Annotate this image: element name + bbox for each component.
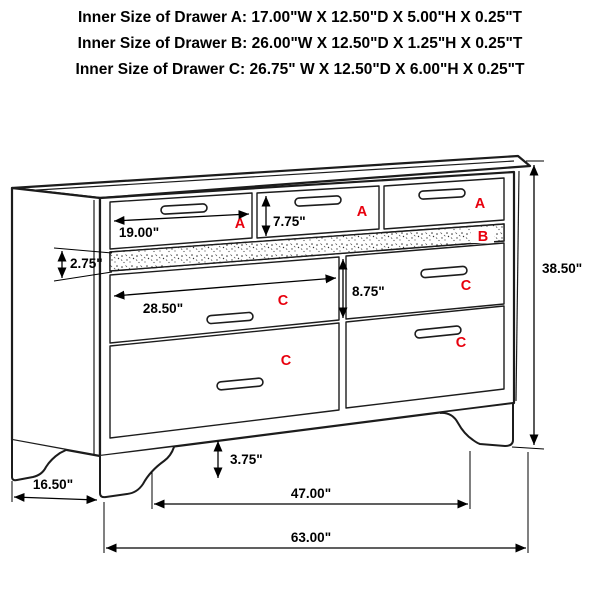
- dim-drawer-a-height: 7.75": [261, 196, 306, 236]
- dim-drawer-c-height: 8.75": [338, 259, 385, 318]
- drawer-label-c-bottom-right: C: [456, 335, 467, 351]
- spec-line-drawer-b: Inner Size of Drawer B: 26.00"W X 12.50"…: [77, 35, 523, 52]
- back-left-leg: [11, 440, 67, 482]
- drawer-a-middle: [256, 185, 380, 239]
- front-left-leg: [99, 446, 175, 499]
- dim-depth: 16.50": [11, 477, 98, 505]
- dim-label-overall-width: 63.00": [291, 530, 331, 545]
- dim-between-legs-width: 47.00": [151, 451, 471, 509]
- dimension-arrow: [13, 492, 98, 505]
- drawer-label-a-middle: A: [357, 204, 368, 220]
- dim-label-between-legs-width: 47.00": [291, 486, 331, 501]
- drawer-c-bottom-left: [109, 322, 340, 439]
- dresser-right-edge-line: [515, 170, 520, 402]
- spec-line-drawer-c: Inner Size of Drawer C: 26.75" W X 12.50…: [75, 61, 525, 78]
- dresser-top-edge-line: [20, 160, 515, 192]
- drawer-handle-icon: [294, 194, 342, 208]
- dimension-arrow: [113, 274, 337, 300]
- dim-overall-height: 38.50": [511, 160, 582, 450]
- dim-drawer-b-height: 2.75": [53, 247, 113, 282]
- label-b-backdrop: [471, 227, 494, 243]
- drawer-size-specs: Inner Size of Drawer A: 17.00"W X 12.50"…: [0, 5, 600, 83]
- dim-label-drawer-c-height: 8.75": [352, 284, 385, 299]
- drawer-handle-icon: [160, 202, 208, 216]
- drawer-label-a-left: A: [235, 216, 246, 232]
- dim-leg-height: 3.75": [213, 441, 263, 478]
- front-right-leg: [439, 404, 514, 447]
- dim-label-drawer-a-width: 19.00": [119, 225, 159, 240]
- drawer-c-bottom-right: [345, 305, 505, 409]
- drawer-label-a-right: A: [475, 196, 486, 212]
- drawer-label-c-top-right: C: [461, 278, 472, 294]
- drawer-a-right: [383, 177, 505, 230]
- dresser-left-side-panel: [10, 186, 102, 458]
- dim-label-leg-height: 3.75": [230, 452, 263, 467]
- dim-label-drawer-b-height: 2.75": [70, 256, 103, 271]
- extension-line: [53, 247, 113, 254]
- drawer-label-b: B: [478, 229, 488, 245]
- drawer-handle-icon: [418, 187, 466, 201]
- dimension-arrow: [113, 210, 250, 225]
- extension-line: [53, 271, 113, 282]
- dim-label-drawer-a-height: 7.75": [273, 214, 306, 229]
- dim-label-depth: 16.50": [33, 477, 73, 492]
- dim-drawer-a-width: 19.00": [113, 210, 250, 240]
- drawer-label-c-bottom-left: C: [281, 353, 292, 369]
- dim-label-drawer-c-width: 28.50": [143, 301, 183, 316]
- spec-line-drawer-a: Inner Size of Drawer A: 17.00"W X 12.50"…: [77, 9, 523, 26]
- dim-overall-width: 63.00": [103, 452, 529, 553]
- drawer-label-c-top-left: C: [278, 293, 289, 309]
- dim-drawer-c-width: 28.50": [113, 274, 337, 316]
- dim-label-overall-height: 38.50": [542, 261, 582, 276]
- drawer-b-sparkle-overlay: [109, 223, 505, 272]
- extension-line: [511, 446, 545, 450]
